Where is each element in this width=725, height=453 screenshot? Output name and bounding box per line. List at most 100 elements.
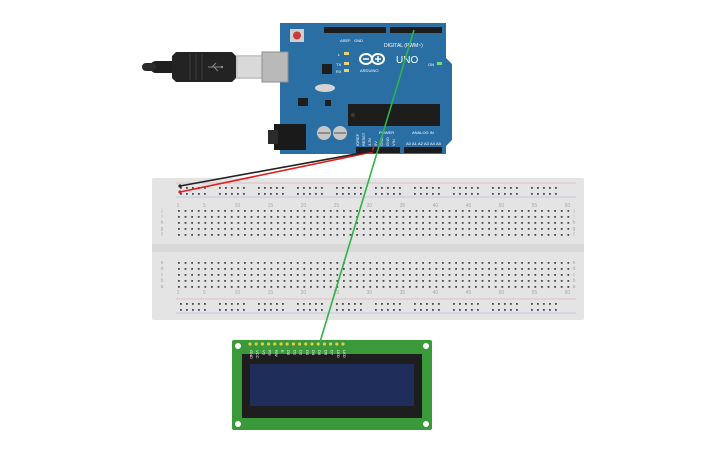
breadboard-hole[interactable] (560, 286, 563, 288)
rail-hole[interactable] (510, 187, 512, 189)
breadboard-hole[interactable] (534, 228, 537, 230)
breadboard-hole[interactable] (230, 262, 233, 264)
breadboard-hole[interactable] (541, 222, 543, 224)
breadboard-hole[interactable] (283, 234, 286, 236)
breadboard-hole[interactable] (336, 216, 339, 218)
breadboard-hole[interactable] (224, 222, 226, 224)
breadboard-hole[interactable] (310, 210, 312, 212)
rail-hole[interactable] (237, 187, 239, 189)
breadboard-hole[interactable] (263, 210, 266, 212)
breadboard-hole[interactable] (415, 262, 418, 264)
breadboard-hole[interactable] (323, 222, 325, 224)
rail-hole[interactable] (270, 187, 272, 189)
rail-hole[interactable] (243, 309, 245, 311)
breadboard-hole[interactable] (369, 234, 372, 236)
breadboard-hole[interactable] (494, 280, 497, 282)
breadboard-hole[interactable] (369, 216, 372, 218)
breadboard-hole[interactable] (389, 228, 391, 230)
breadboard-hole[interactable] (554, 268, 556, 270)
rail-hole[interactable] (381, 309, 383, 311)
breadboard-hole[interactable] (547, 274, 550, 276)
breadboard-hole[interactable] (178, 234, 180, 236)
breadboard-hole[interactable] (455, 210, 457, 212)
breadboard-hole[interactable] (428, 216, 431, 218)
breadboard-hole[interactable] (329, 234, 332, 236)
breadboard-hole[interactable] (428, 234, 431, 236)
breadboard-hole[interactable] (204, 228, 207, 230)
rail-hole[interactable] (309, 309, 311, 311)
rail-hole[interactable] (453, 187, 455, 189)
breadboard-hole[interactable] (349, 268, 352, 270)
breadboard-hole[interactable] (283, 210, 286, 212)
rail-hole[interactable] (516, 187, 518, 189)
breadboard-hole[interactable] (230, 216, 233, 218)
rail-hole[interactable] (348, 303, 350, 305)
breadboard-hole[interactable] (204, 222, 207, 224)
rail-hole[interactable] (360, 187, 362, 189)
breadboard-hole[interactable] (257, 234, 259, 236)
breadboard-hole[interactable] (217, 262, 220, 264)
breadboard-hole[interactable] (257, 222, 259, 224)
rail-hole[interactable] (297, 303, 299, 305)
breadboard-hole[interactable] (250, 286, 253, 288)
breadboard-hole[interactable] (382, 274, 385, 276)
breadboard-hole[interactable] (362, 210, 365, 212)
breadboard-hole[interactable] (257, 286, 259, 288)
breadboard-hole[interactable] (329, 216, 332, 218)
breadboard-hole[interactable] (237, 274, 240, 276)
breadboard-hole[interactable] (461, 262, 464, 264)
breadboard-hole[interactable] (409, 268, 411, 270)
breadboard-hole[interactable] (402, 268, 405, 270)
breadboard-hole[interactable] (323, 216, 325, 218)
breadboard-hole[interactable] (336, 222, 339, 224)
breadboard-hole[interactable] (415, 280, 418, 282)
breadboard-hole[interactable] (244, 262, 246, 264)
rail-hole[interactable] (537, 193, 539, 195)
breadboard-hole[interactable] (283, 262, 286, 264)
breadboard-hole[interactable] (389, 222, 391, 224)
rail-hole[interactable] (192, 309, 194, 311)
breadboard-hole[interactable] (217, 280, 220, 282)
breadboard-hole[interactable] (442, 222, 444, 224)
breadboard-hole[interactable] (501, 228, 504, 230)
breadboard-hole[interactable] (428, 286, 431, 288)
lcd-pin[interactable] (279, 342, 283, 346)
breadboard-hole[interactable] (369, 280, 372, 282)
breadboard-hole[interactable] (494, 228, 497, 230)
rail-hole[interactable] (309, 187, 311, 189)
rail-hole[interactable] (321, 303, 323, 305)
breadboard-hole[interactable] (508, 222, 510, 224)
breadboard-hole[interactable] (290, 222, 292, 224)
rail-hole[interactable] (549, 193, 551, 195)
breadboard-hole[interactable] (448, 234, 451, 236)
breadboard-hole[interactable] (250, 274, 253, 276)
breadboard-hole[interactable] (323, 228, 325, 230)
breadboard-hole[interactable] (560, 210, 563, 212)
rail-hole[interactable] (504, 193, 506, 195)
breadboard-hole[interactable] (316, 222, 319, 224)
arduino-uno-board[interactable]: AREF GND DIGITAL (PWM~) L TX RX ON ARDUI… (261, 23, 452, 154)
breadboard-hole[interactable] (435, 262, 438, 264)
rail-hole[interactable] (348, 187, 350, 189)
breadboard-hole[interactable] (211, 286, 213, 288)
breadboard-hole[interactable] (191, 268, 193, 270)
breadboard-hole[interactable] (277, 280, 279, 282)
breadboard-hole[interactable] (191, 286, 193, 288)
rail-hole[interactable] (420, 193, 422, 195)
breadboard-hole[interactable] (395, 274, 398, 276)
lcd-pin[interactable] (341, 342, 345, 346)
breadboard-hole[interactable] (362, 228, 365, 230)
breadboard-hole[interactable] (481, 262, 484, 264)
breadboard-hole[interactable] (184, 286, 187, 288)
rail-hole[interactable] (381, 303, 383, 305)
breadboard-hole[interactable] (442, 216, 444, 218)
breadboard-hole[interactable] (184, 210, 187, 212)
rail-hole[interactable] (477, 187, 479, 189)
breadboard-hole[interactable] (494, 210, 497, 212)
rail-hole[interactable] (204, 309, 206, 311)
breadboard-hole[interactable] (468, 262, 471, 264)
rail-hole[interactable] (309, 303, 311, 305)
breadboard-hole[interactable] (184, 262, 187, 264)
breadboard-hole[interactable] (296, 274, 299, 276)
breadboard-hole[interactable] (329, 210, 332, 212)
